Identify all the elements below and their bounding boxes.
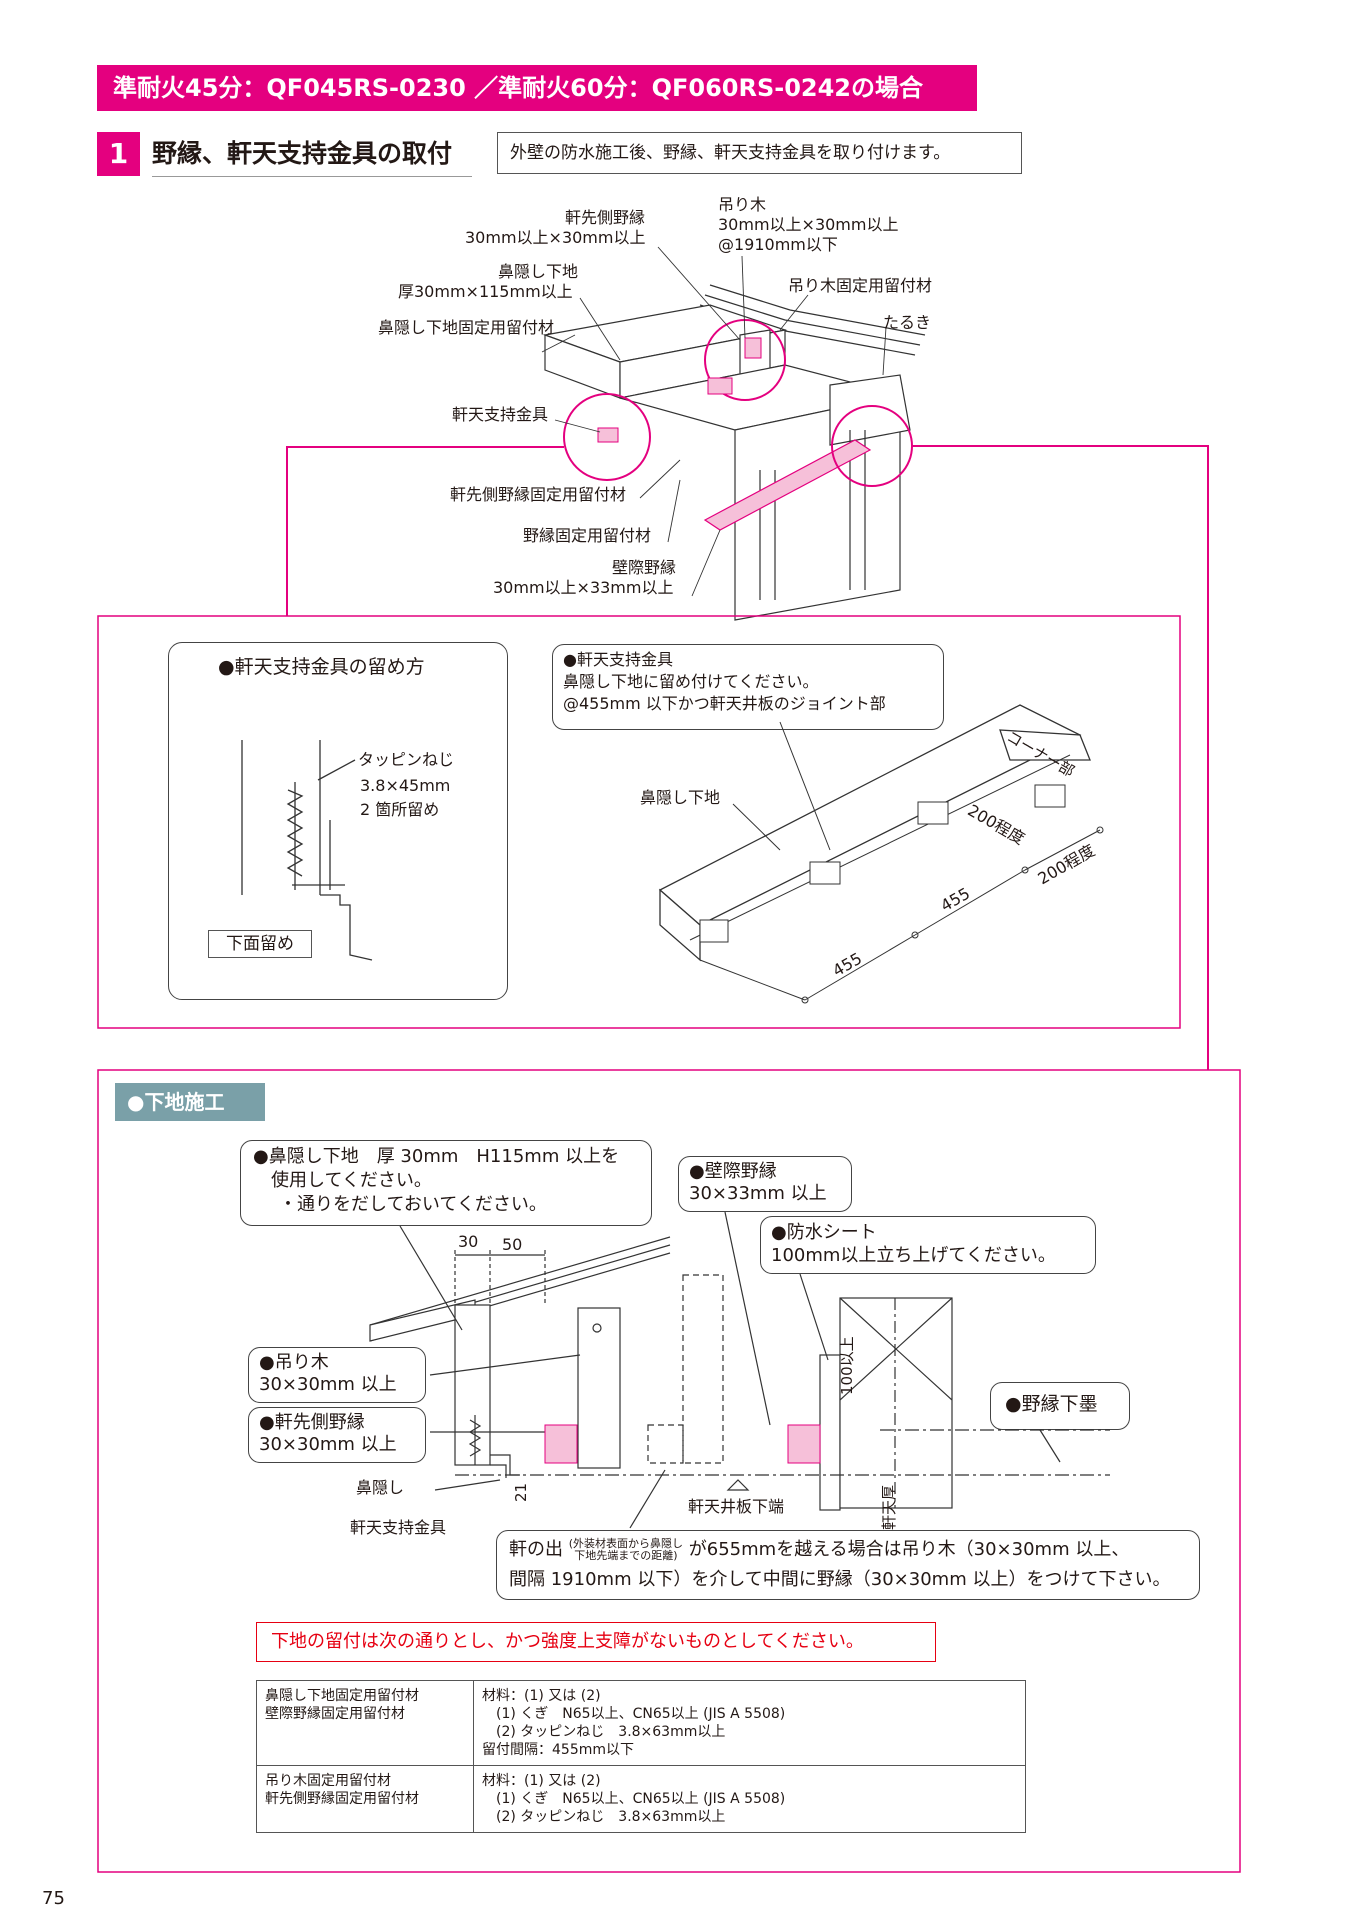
label-screw: タッピンねじ [358,750,455,769]
bracket-callout: ●軒天支持金具 鼻隠し下地に留め付けてください。 @455mm 以下かつ軒天井板… [552,644,944,730]
bracket-callout-line2: 鼻隠し下地に留め付けてください。 [563,672,819,691]
callout-tsurigi-line2: 30×30mm 以上 [259,1374,397,1395]
callout-nokisaki: ●軒先側野縁 30×30mm 以上 [248,1407,426,1463]
fixing-method-title: ●軒天支持金具の留め方 [218,656,425,678]
bracket-callout-line3: @455mm 以下かつ軒天井板のジョイント部 [563,694,886,713]
label-nokiten-kaba: 軒天井板下端 [688,1497,785,1516]
label-hanakakushi-detail: 鼻隠し下地 [640,788,721,807]
step-description: 外壁の防水施工後、野縁、軒天支持金具を取り付けます。 [497,132,1022,174]
spec-key: 軒先側野縁固定用留付材 [265,1791,419,1807]
callout-tsurigi: ●吊り木 30×30mm 以上 [248,1347,426,1403]
noki-note-small: (外装材表面から鼻隠し 下地先端までの距離) [569,1538,683,1562]
label-hanakakushi-kotei: 鼻隠し下地固定用留付材 [378,318,555,337]
table-cell-value: 材料：(1) 又は (2) (1) くぎ N65以上、CN65以上 (JIS A… [473,1765,1026,1833]
callout-bousui: ●防水シート 100mm以上立ち上げてください。 [760,1216,1096,1274]
label-hanakakushi-shitaji-size: 厚30mm×115mm以上 [398,282,573,301]
callout-hanakakushi-line2: 使用してください。 [271,1170,432,1191]
callout-nokisaki-line1: ●軒先側野縁 [259,1412,365,1433]
label-hanakakushi-shitaji: 鼻隠し下地 [498,262,579,281]
callout-bousui-line2: 100mm以上立ち上げてください。 [771,1245,1056,1266]
label-nokisaki-noen: 軒先側野縁 [565,208,646,227]
label-screw-size: 3.8×45mm [360,776,451,795]
table-cell-value: 材料：(1) 又は (2) (1) くぎ N65以上、CN65以上 (JIS A… [473,1680,1026,1766]
fastening-notice: 下地の留付は次の通りとし、かつ強度上支障がないものとしてください。 [256,1622,936,1662]
spec-value: (1) くぎ N65以上、CN65以上 (JIS A 5508) [482,1706,786,1722]
section-header: 準耐火45分：QF045RS-0230 ／準耐火60分：QF060RS-0242… [97,65,977,111]
table-row: 鼻隠し下地固定用留付材 壁際野縁固定用留付材 材料：(1) 又は (2) (1)… [256,1680,1026,1766]
callout-nokisaki-line2: 30×30mm 以上 [259,1434,397,1455]
label-tsurigi: 吊り木 [718,195,767,214]
label-screw-count: 2 箇所留め [360,800,440,819]
bracket-callout-line1: ●軒天支持金具 [563,650,673,669]
callout-kabegiwa-line1: ●壁際野縁 [689,1161,777,1182]
callout-kabegiwa: ●壁際野縁 30×33mm 以上 [678,1156,852,1212]
spec-key: 壁際野縁固定用留付材 [265,1706,405,1722]
label-tsurigi-size: 30mm以上×30mm以上 [718,215,899,234]
spec-key: 吊り木固定用留付材 [265,1773,391,1789]
step-number: 1 [97,132,140,176]
fixing-method-panel [168,642,508,1000]
spec-value: (2) タッピンねじ 3.8×63mm以上 [482,1809,726,1825]
page-number: 75 [42,1888,65,1909]
label-nokiten-kanagu: 軒天支持金具 [452,405,549,424]
label-kabegiwa-noen-size: 30mm以上×33mm以上 [493,578,674,597]
table-cell-key: 鼻隠し下地固定用留付材 壁際野縁固定用留付材 [256,1680,474,1766]
label-kabegiwa-noen: 壁際野縁 [612,558,677,577]
label-hanakakushi-section: 鼻隠し [356,1478,405,1497]
noki-note-small-1: (外装材表面から鼻隠し [568,1537,684,1550]
spec-value: 材料：(1) 又は (2) [482,1773,601,1789]
dim-21: 21 [512,1482,530,1502]
label-nokisaki-noen-size: 30mm以上×30mm以上 [465,228,646,247]
dim-30: 30 [458,1232,479,1251]
noki-note-a: 軒の出 [509,1539,563,1560]
dim-50: 50 [502,1235,523,1254]
spec-value: (2) タッピンねじ 3.8×63mm以上 [482,1724,726,1740]
fastening-spec-table: 鼻隠し下地固定用留付材 壁際野縁固定用留付材 材料：(1) 又は (2) (1)… [256,1680,1026,1833]
noki-note: 軒の出 (外装材表面から鼻隠し 下地先端までの距離) が655mmを越える場合は… [496,1530,1200,1600]
spec-key: 鼻隠し下地固定用留付材 [265,1688,419,1704]
label-tsurigi-pitch: @1910mm以下 [718,235,838,254]
callout-kabegiwa-line2: 30×33mm 以上 [689,1183,827,1204]
noki-note-line2: 間隔 1910mm 以下）を介して中間に野縁（30×30mm 以上）をつけて下さ… [509,1569,1171,1590]
spec-value: 留付間隔：455mm以下 [482,1742,634,1758]
shitaji-section-tag: ●下地施工 [115,1083,265,1121]
spec-value: 材料：(1) 又は (2) [482,1688,601,1704]
callout-tsurigi-line1: ●吊り木 [259,1352,329,1373]
callout-bousui-line1: ●防水シート [771,1222,877,1243]
callout-noen-sumi: ●野縁下墨 [990,1382,1130,1430]
step-title: 野縁、軒天支持金具の取付 [152,132,472,177]
label-tsurigi-kotei: 吊り木固定用留付材 [788,276,933,295]
noki-note-small-2: 下地先端までの距離) [574,1549,678,1562]
bottom-fix-label: 下面留め [208,930,312,958]
label-nokisaki-noen-kotei: 軒先側野縁固定用留付材 [450,485,627,504]
label-kanagu-section: 軒天支持金具 [350,1518,447,1537]
label-noen-kotei: 野縁固定用留付材 [523,526,652,545]
dim-100: 100以上 [838,1336,856,1395]
table-row: 吊り木固定用留付材 軒先側野縁固定用留付材 材料：(1) 又は (2) (1) … [256,1765,1026,1833]
noki-note-b: が655mmを越える場合は吊り木（30×30mm 以上、 [688,1539,1130,1560]
callout-hanakakushi-line1: ●鼻隠し下地 厚 30mm H115mm 以上を [253,1146,620,1167]
label-nokiten-thick: 軒天厚 [880,1484,898,1530]
callout-hanakakushi-line3: ・通りをだしておいてください。 [279,1194,547,1215]
table-cell-key: 吊り木固定用留付材 軒先側野縁固定用留付材 [256,1765,474,1833]
spec-value: (1) くぎ N65以上、CN65以上 (JIS A 5508) [482,1791,786,1807]
label-taruki: たるき [883,313,932,332]
callout-hanakakushi: ●鼻隠し下地 厚 30mm H115mm 以上を 使用してください。 ・通りをだ… [240,1140,652,1226]
